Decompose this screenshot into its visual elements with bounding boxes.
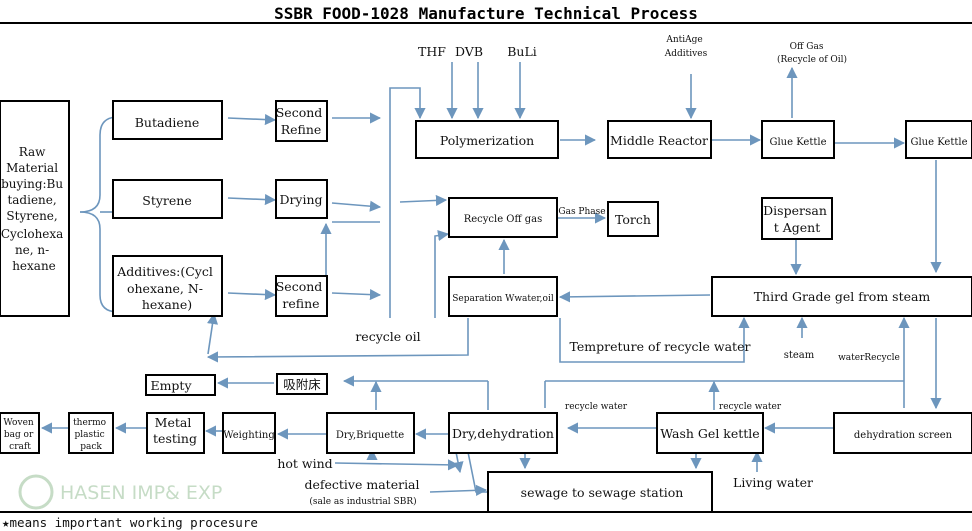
weighting-label: Weighting bbox=[223, 430, 275, 441]
brace-lower bbox=[79, 211, 119, 313]
woven-bag-label: Woven bag or craft bbox=[3, 418, 36, 452]
brace-upper bbox=[79, 116, 119, 213]
styrene-box bbox=[112, 179, 223, 219]
polymerization-box bbox=[415, 120, 559, 159]
defective-note-label: (sale as industrial SBR) bbox=[309, 496, 416, 507]
second-refine-label-1: Second Refine bbox=[276, 105, 327, 137]
sewage-box bbox=[487, 471, 713, 513]
adsorber-label: 吸附床 bbox=[283, 377, 321, 392]
dehyd-defective bbox=[467, 451, 488, 493]
styrene-label: Styrene bbox=[142, 193, 191, 208]
woven-bag-box bbox=[0, 412, 40, 454]
glue-kettle-box-1 bbox=[761, 120, 835, 159]
dispersant-box bbox=[761, 197, 833, 240]
thermo-pack-box bbox=[68, 412, 114, 454]
wash-gel-box bbox=[656, 412, 764, 454]
second-refine-label-2: Second refine bbox=[276, 279, 327, 311]
butadiene-box bbox=[112, 100, 223, 140]
raw-material-label: Raw Material buying:Bu tadiene, Styrene,… bbox=[1, 145, 67, 273]
arrow-temp-water bbox=[559, 316, 750, 363]
briquette-box bbox=[326, 412, 415, 454]
collector-bar bbox=[389, 87, 426, 318]
hot-wind-label: hot wind bbox=[277, 456, 332, 471]
third-grade-box bbox=[711, 276, 972, 317]
drying-box bbox=[275, 179, 328, 219]
third-grade-label: Third Grade gel from steam bbox=[754, 289, 931, 304]
second-refine-box-1 bbox=[275, 100, 328, 142]
defective-label: defective material bbox=[304, 477, 419, 492]
thf-label: THF bbox=[418, 44, 446, 59]
arrow-defective bbox=[429, 484, 488, 496]
middle-reactor-box bbox=[607, 120, 712, 159]
thermo-pack-label: thermo plastic pack bbox=[73, 418, 109, 452]
torch-label: Torch bbox=[615, 212, 651, 227]
recycle-oil-label: recycle oil bbox=[355, 329, 420, 344]
flow-labels: THF DVB BuLi AntiAge Additives Off Gas (… bbox=[277, 35, 900, 507]
separation-box bbox=[448, 276, 558, 317]
raw-material-box bbox=[0, 100, 70, 317]
watermark-text: HASEN IMP& EXP bbox=[60, 482, 222, 504]
dvb-label: DVB bbox=[455, 44, 483, 59]
butadiene-label: Butadiene bbox=[135, 115, 200, 130]
polymerization-label: Polymerization bbox=[440, 133, 534, 148]
glue-kettle-label-1: Glue Kettle bbox=[770, 137, 827, 148]
footer-note: ★means important working procesure bbox=[2, 515, 258, 530]
arrow-to-recycle-gas bbox=[399, 194, 448, 207]
water-recycle-label: waterRecycle bbox=[838, 353, 900, 363]
arrow-third-sep bbox=[558, 291, 711, 303]
arrow-dehyd-down bbox=[452, 451, 464, 474]
arrow-additives-refine bbox=[227, 288, 277, 301]
dehydration-box bbox=[448, 412, 558, 454]
off-gas-label: Off Gas (Recycle of Oil) bbox=[777, 42, 847, 65]
metal-testing-label: Metal testing bbox=[153, 415, 197, 446]
dehydration-screen-box bbox=[833, 412, 972, 454]
arrow-oil-additives bbox=[206, 312, 219, 355]
weighting-box bbox=[222, 412, 276, 454]
recycle-water-label-1: recycle water bbox=[565, 402, 628, 412]
arrow-recycle-oil bbox=[206, 318, 469, 363]
middle-reactor-label: Middle Reactor bbox=[610, 133, 708, 148]
wash-gel-label: Wash Gel kettle bbox=[660, 426, 759, 441]
sewage-label: sewage to sewage station bbox=[521, 485, 684, 500]
additives-box bbox=[112, 255, 223, 317]
dehydration-label: Dry,dehydration bbox=[452, 426, 554, 441]
additives-label: Additives:(Cycl ohexane, N- hexane) bbox=[116, 264, 217, 312]
empty-box bbox=[145, 374, 216, 396]
metal-testing-box bbox=[146, 412, 205, 454]
arrow-recycle-loop bbox=[434, 229, 450, 318]
dehydration-screen-label: dehydration screen bbox=[854, 430, 953, 441]
glue-kettle-label-2: Glue Kettle bbox=[911, 137, 968, 148]
arrow-drying-collector bbox=[331, 200, 382, 212]
gas-phase-label: Gas Phase bbox=[558, 207, 605, 217]
watermark: HASEN IMP& EXP bbox=[18, 474, 222, 510]
recycle-off-gas-box bbox=[448, 197, 558, 238]
dispersant-label: Dispersan t Agent bbox=[763, 203, 831, 235]
arrow-butadiene-refine bbox=[227, 113, 277, 126]
empty-label: Empty bbox=[150, 378, 192, 393]
steam-label: steam bbox=[784, 350, 815, 361]
recycle-off-gas-label: Recycle Off gas bbox=[464, 214, 543, 225]
watermark-logo bbox=[18, 474, 54, 510]
adsorber-box bbox=[276, 373, 328, 395]
arrow-styrene-drying bbox=[227, 193, 277, 206]
antiage-label: AntiAge Additives bbox=[664, 35, 708, 59]
buli-label: BuLi bbox=[507, 44, 537, 59]
glue-kettle-box-2 bbox=[905, 120, 972, 159]
arrow-refine2-collector bbox=[331, 288, 382, 301]
arrow-hot-wind bbox=[334, 459, 460, 471]
briquette-label: Dry,Briquette bbox=[336, 430, 404, 441]
living-water-label: Living water bbox=[733, 475, 813, 490]
second-refine-box-2 bbox=[275, 275, 328, 317]
torch-box bbox=[607, 201, 659, 237]
connectors bbox=[40, 62, 942, 496]
drying-label: Drying bbox=[279, 192, 322, 207]
temp-recycle-water-label: Tempreture of recycle water bbox=[570, 339, 751, 354]
recycle-water-label-2: recycle water bbox=[719, 402, 782, 412]
process-boxes: Raw Material buying:Bu tadiene, Styrene,… bbox=[0, 100, 972, 513]
diagram-title: SSBR FOOD-1028 Manufacture Technical Pro… bbox=[274, 4, 698, 23]
separation-label: Separation Wwater,oil bbox=[452, 294, 554, 304]
